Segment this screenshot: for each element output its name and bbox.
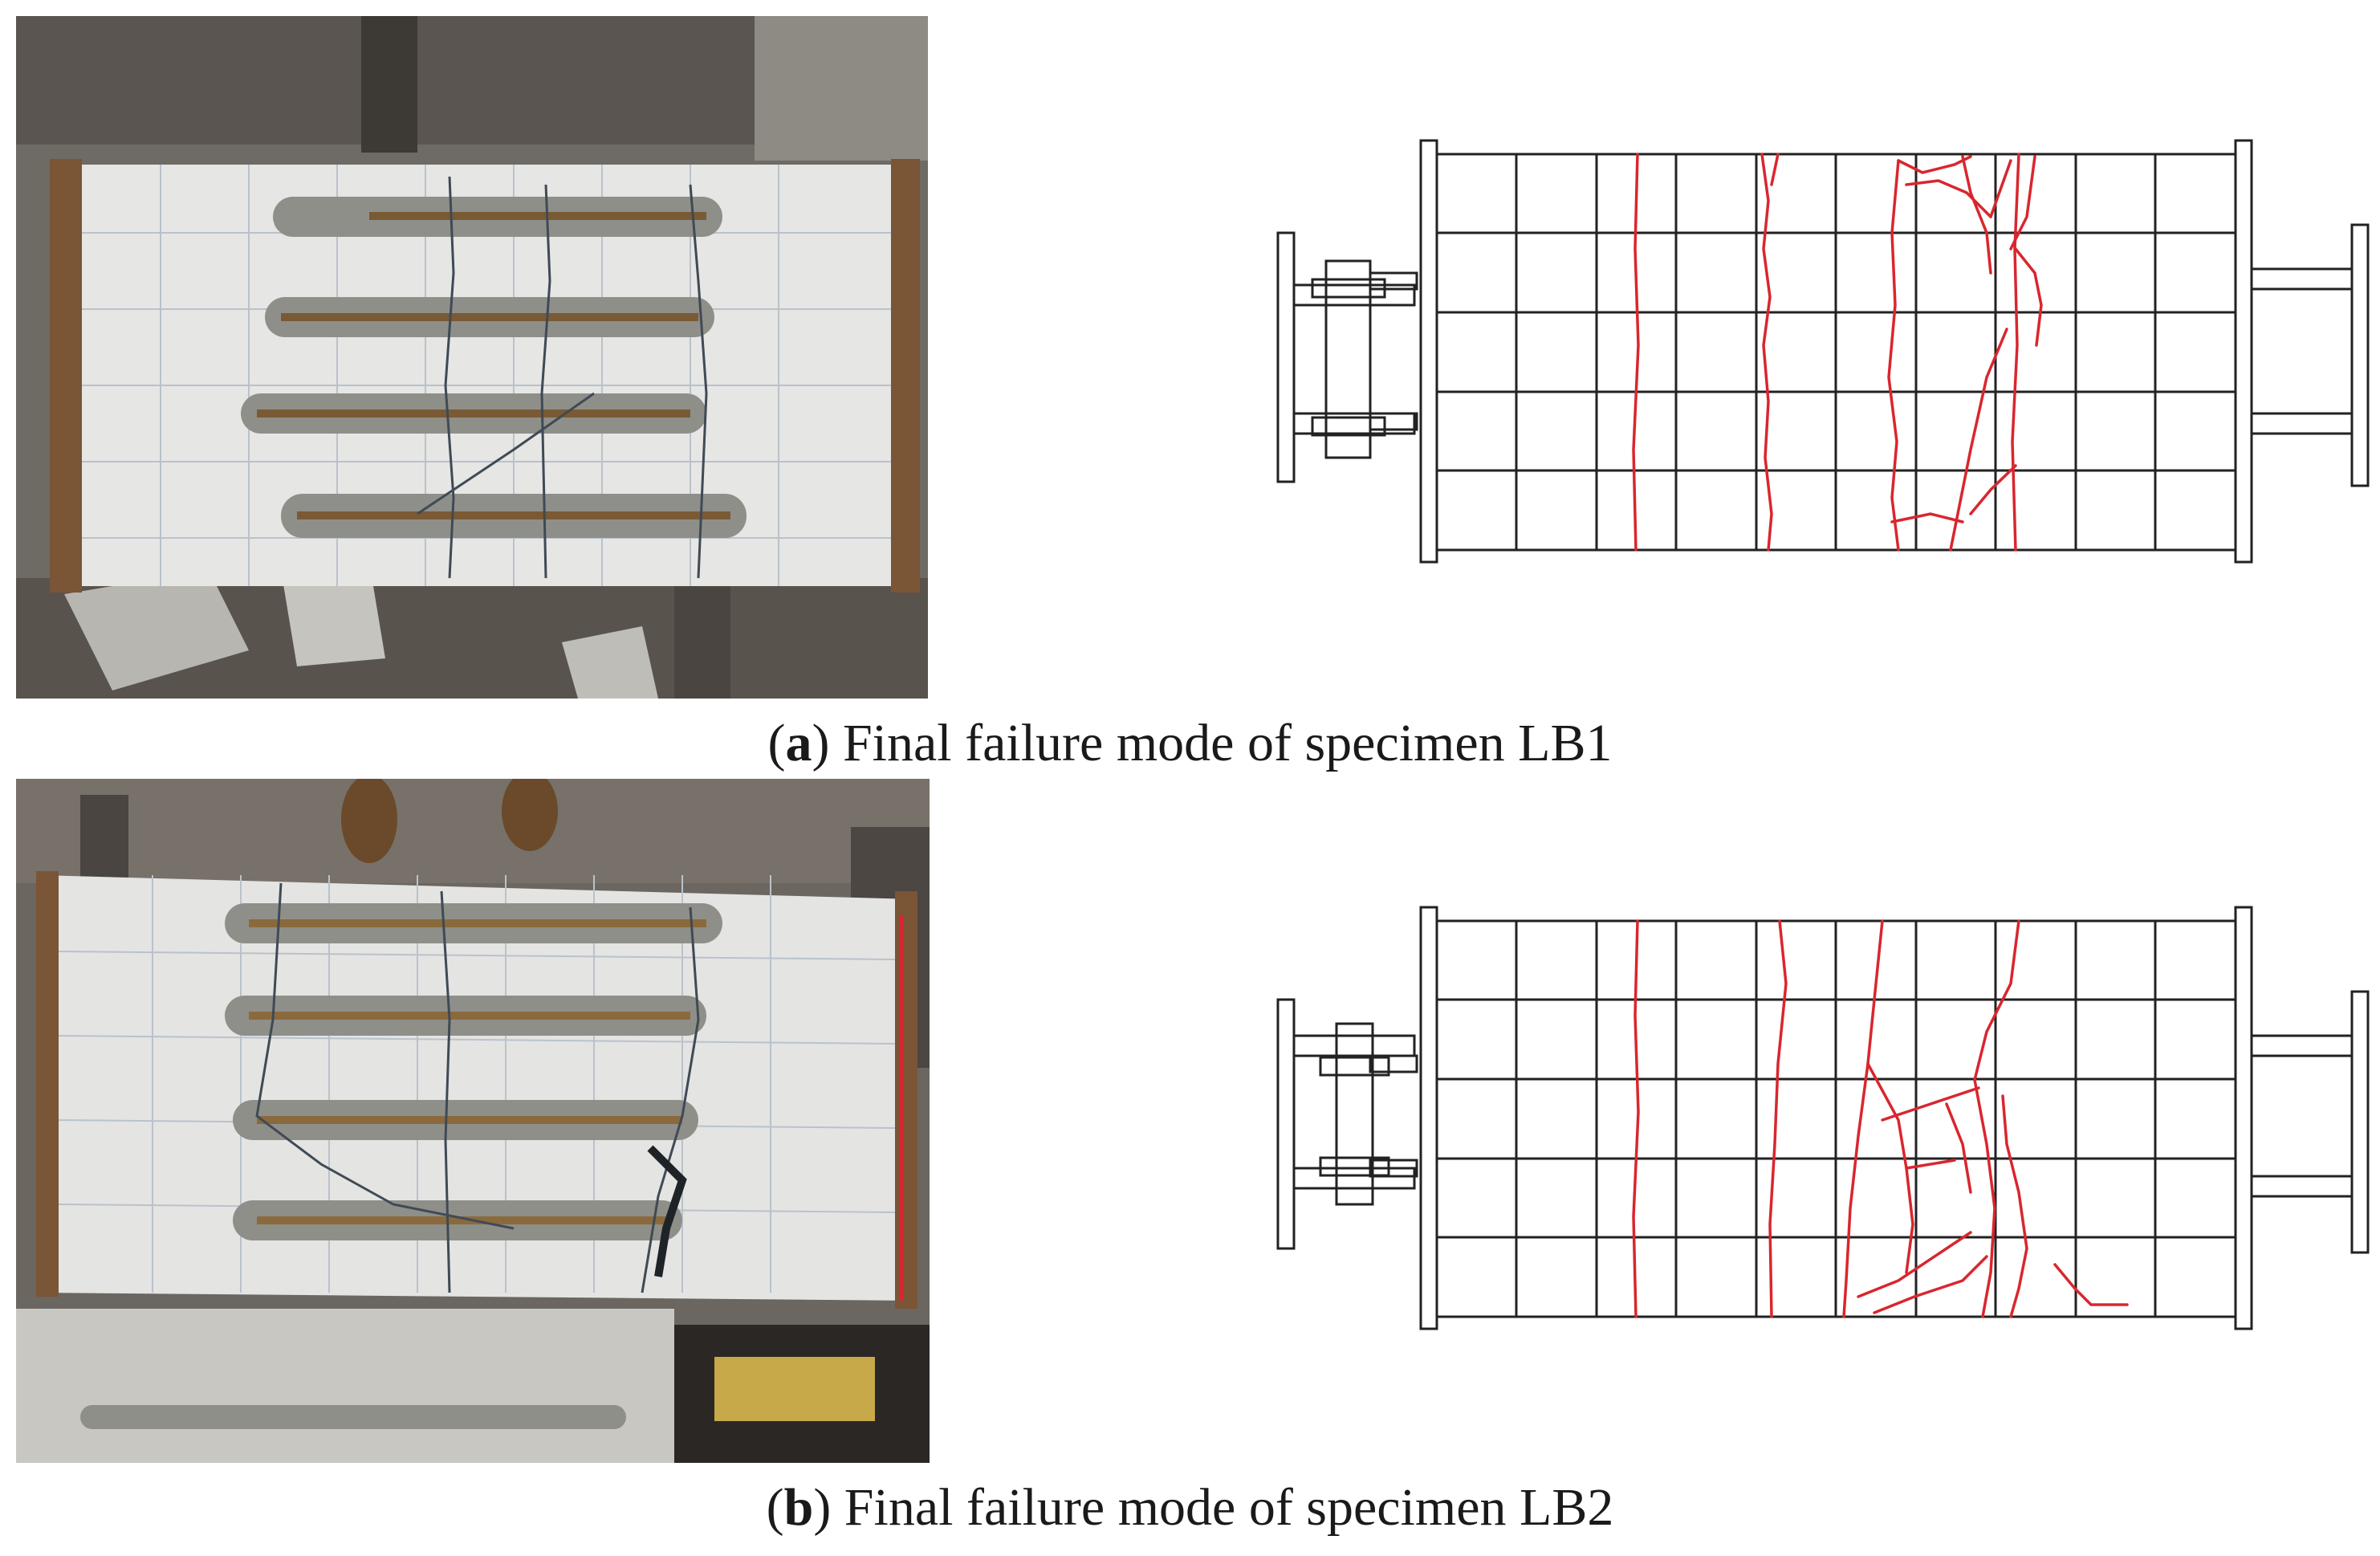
photo-specimen-lb1 [16,16,928,699]
crack-drawing-lb2 [1264,903,2372,1337]
caption-text-a: Final failure mode of specimen LB1 [829,714,1613,772]
crack-drawing-lb1 [1264,136,2372,570]
caption-b: (b) Final failure mode of specimen LB2 [766,1478,1614,1537]
caption-letter-b: b [783,1478,814,1537]
caption-a: (a) Final failure mode of specimen LB1 [767,714,1613,772]
caption-text-b: Final failure mode of specimen LB2 [831,1478,1614,1537]
caption-letter-a: a [785,714,812,772]
photo-specimen-lb2 [16,779,930,1463]
